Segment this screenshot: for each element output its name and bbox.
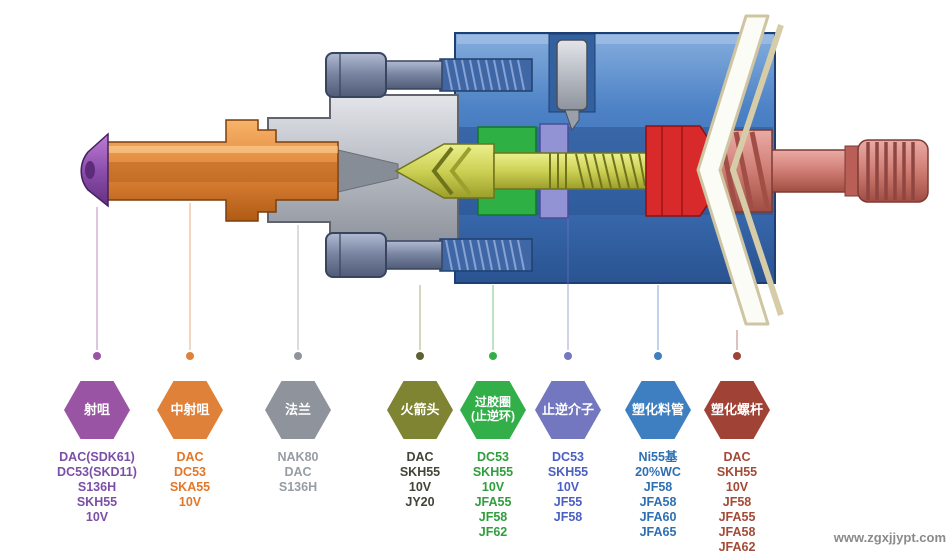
part-label: 法兰 <box>284 401 311 417</box>
material-item: 10V <box>481 480 505 494</box>
material-item: JF62 <box>478 525 508 539</box>
material-item: JF58 <box>553 510 583 524</box>
material-item: JFA58 <box>718 525 756 539</box>
material-item: JF55 <box>553 495 583 509</box>
material-item: DAC <box>176 450 204 464</box>
material-item: SKH55 <box>472 465 514 479</box>
leader-dot-check-ring <box>489 352 497 360</box>
material-item: SKA55 <box>169 480 211 494</box>
break-mark <box>696 14 784 326</box>
nozzle-tip <box>80 132 109 208</box>
material-item: JFA65 <box>639 525 677 539</box>
flange-body <box>267 94 459 244</box>
material-item: 20%WC <box>635 465 681 479</box>
leader-dot-check-washer <box>564 352 572 360</box>
material-item: S136H <box>77 480 117 494</box>
bolt-bottom <box>325 232 533 278</box>
part-label: 塑化料管 <box>631 401 684 417</box>
part-hex-badge-check-washer: 止逆介子 <box>535 381 601 439</box>
leader-dot-flange <box>294 352 302 360</box>
material-item: SKH55 <box>399 465 441 479</box>
part-hex-badge-plasticizing-screw: 塑化螺杆 <box>704 381 770 439</box>
material-item: JFA58 <box>639 495 677 509</box>
material-item: SKH55 <box>716 465 758 479</box>
material-item: SKH55 <box>547 465 589 479</box>
leader-dot-mid-nozzle <box>186 352 194 360</box>
material-item: DC53 <box>174 465 206 479</box>
assembly-cross-section <box>80 14 929 360</box>
material-item: DC53(SKD11) <box>57 465 137 479</box>
material-item: 10V <box>85 510 109 524</box>
material-item: Ni55基 <box>638 450 678 464</box>
watermark: www.zgxjjypt.com <box>833 530 946 545</box>
material-item: JFA62 <box>718 540 756 554</box>
material-item: 10V <box>408 480 432 494</box>
part-hex-badge-nozzle: 射咀 <box>64 381 130 439</box>
rocket-head-part <box>394 143 495 199</box>
material-item: DC53 <box>477 450 509 464</box>
material-item: S136H <box>278 480 318 494</box>
material-item: JFA60 <box>639 510 677 524</box>
material-item: JY20 <box>405 495 435 509</box>
part-label: 止逆介子 <box>541 401 594 417</box>
material-item: 10V <box>178 495 202 509</box>
leader-dot-plasticizing-barrel <box>654 352 662 360</box>
leader-dot-rocket-head <box>416 352 424 360</box>
part-label: 过胶圈 <box>474 395 511 410</box>
spline-end <box>866 142 915 200</box>
material-item: DAC(SDK61) <box>59 450 135 464</box>
material-item: JF58 <box>478 510 508 524</box>
part-hex-badge-flange: 法兰 <box>265 381 331 439</box>
material-item: 10V <box>725 480 749 494</box>
material-item: JF58 <box>722 495 752 509</box>
material-item: SKH55 <box>76 495 118 509</box>
screw-front-shaft <box>493 152 647 190</box>
part-label: 塑化螺杆 <box>710 401 763 417</box>
material-item: NAK80 <box>277 450 319 464</box>
part-label: 火箭头 <box>400 401 440 417</box>
hopper-inlet <box>548 33 596 132</box>
material-item: 10V <box>556 480 580 494</box>
part-label: 射咀 <box>83 401 110 417</box>
material-item: DAC <box>284 465 312 479</box>
material-item: JFA55 <box>718 510 756 524</box>
part-label-line2: (止逆环) <box>471 409 515 423</box>
leader-lines <box>93 203 741 360</box>
screw-red-section <box>645 125 717 217</box>
material-item: DAC <box>723 450 751 464</box>
material-item: DC53 <box>552 450 584 464</box>
material-item: DAC <box>406 450 434 464</box>
leader-dot-plasticizing-screw <box>733 352 741 360</box>
part-hex-badge-mid-nozzle: 中射咀 <box>157 381 223 439</box>
material-item: JF58 <box>643 480 673 494</box>
bolt-top <box>325 52 533 98</box>
mid-nozzle-body <box>105 119 339 222</box>
leader-dot-nozzle <box>93 352 101 360</box>
part-label: 中射咀 <box>170 401 210 417</box>
material-item: JFA55 <box>474 495 512 509</box>
